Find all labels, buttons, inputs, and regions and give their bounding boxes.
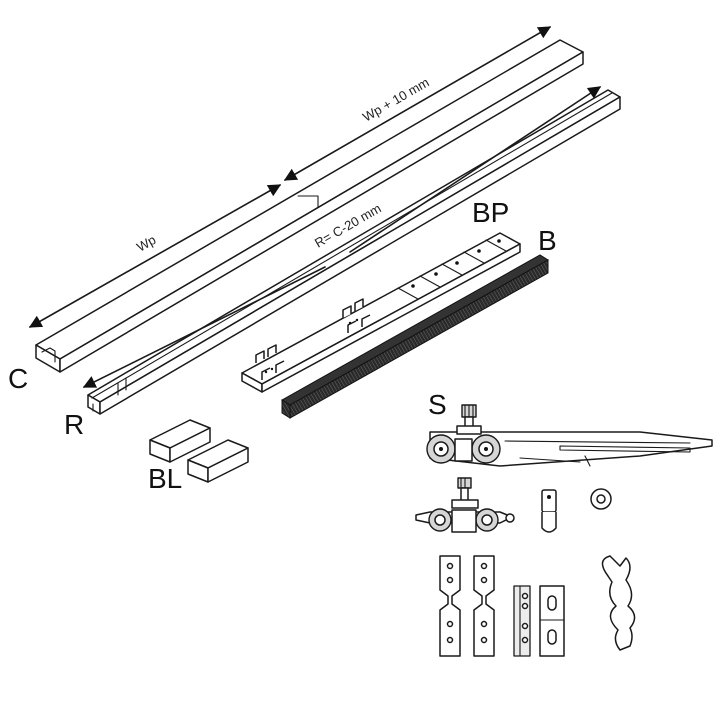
trolley xyxy=(415,477,515,533)
dimension-wp-plus-label: Wp + 10 mm xyxy=(360,75,432,125)
label-s: S xyxy=(428,389,447,420)
label-b: B xyxy=(538,225,557,256)
stop-block xyxy=(513,585,531,657)
block-2 xyxy=(187,439,249,483)
base-plate-bp xyxy=(241,232,521,393)
wrench xyxy=(601,555,636,651)
carriage-s xyxy=(426,404,713,467)
label-bl: BL xyxy=(148,463,182,494)
rail-profile-r xyxy=(87,89,621,415)
bracket-left xyxy=(439,555,461,657)
label-c: C xyxy=(8,363,28,394)
brush-strip-b xyxy=(281,254,549,419)
washer xyxy=(590,488,612,510)
dimension-wp-label: Wp xyxy=(134,232,158,255)
bracket-right xyxy=(473,555,495,657)
label-bp: BP xyxy=(472,197,509,228)
end-plate xyxy=(539,585,565,657)
blocks-bl xyxy=(149,419,249,483)
clip xyxy=(541,489,557,533)
block-1 xyxy=(149,419,211,463)
label-r: R xyxy=(64,409,84,440)
